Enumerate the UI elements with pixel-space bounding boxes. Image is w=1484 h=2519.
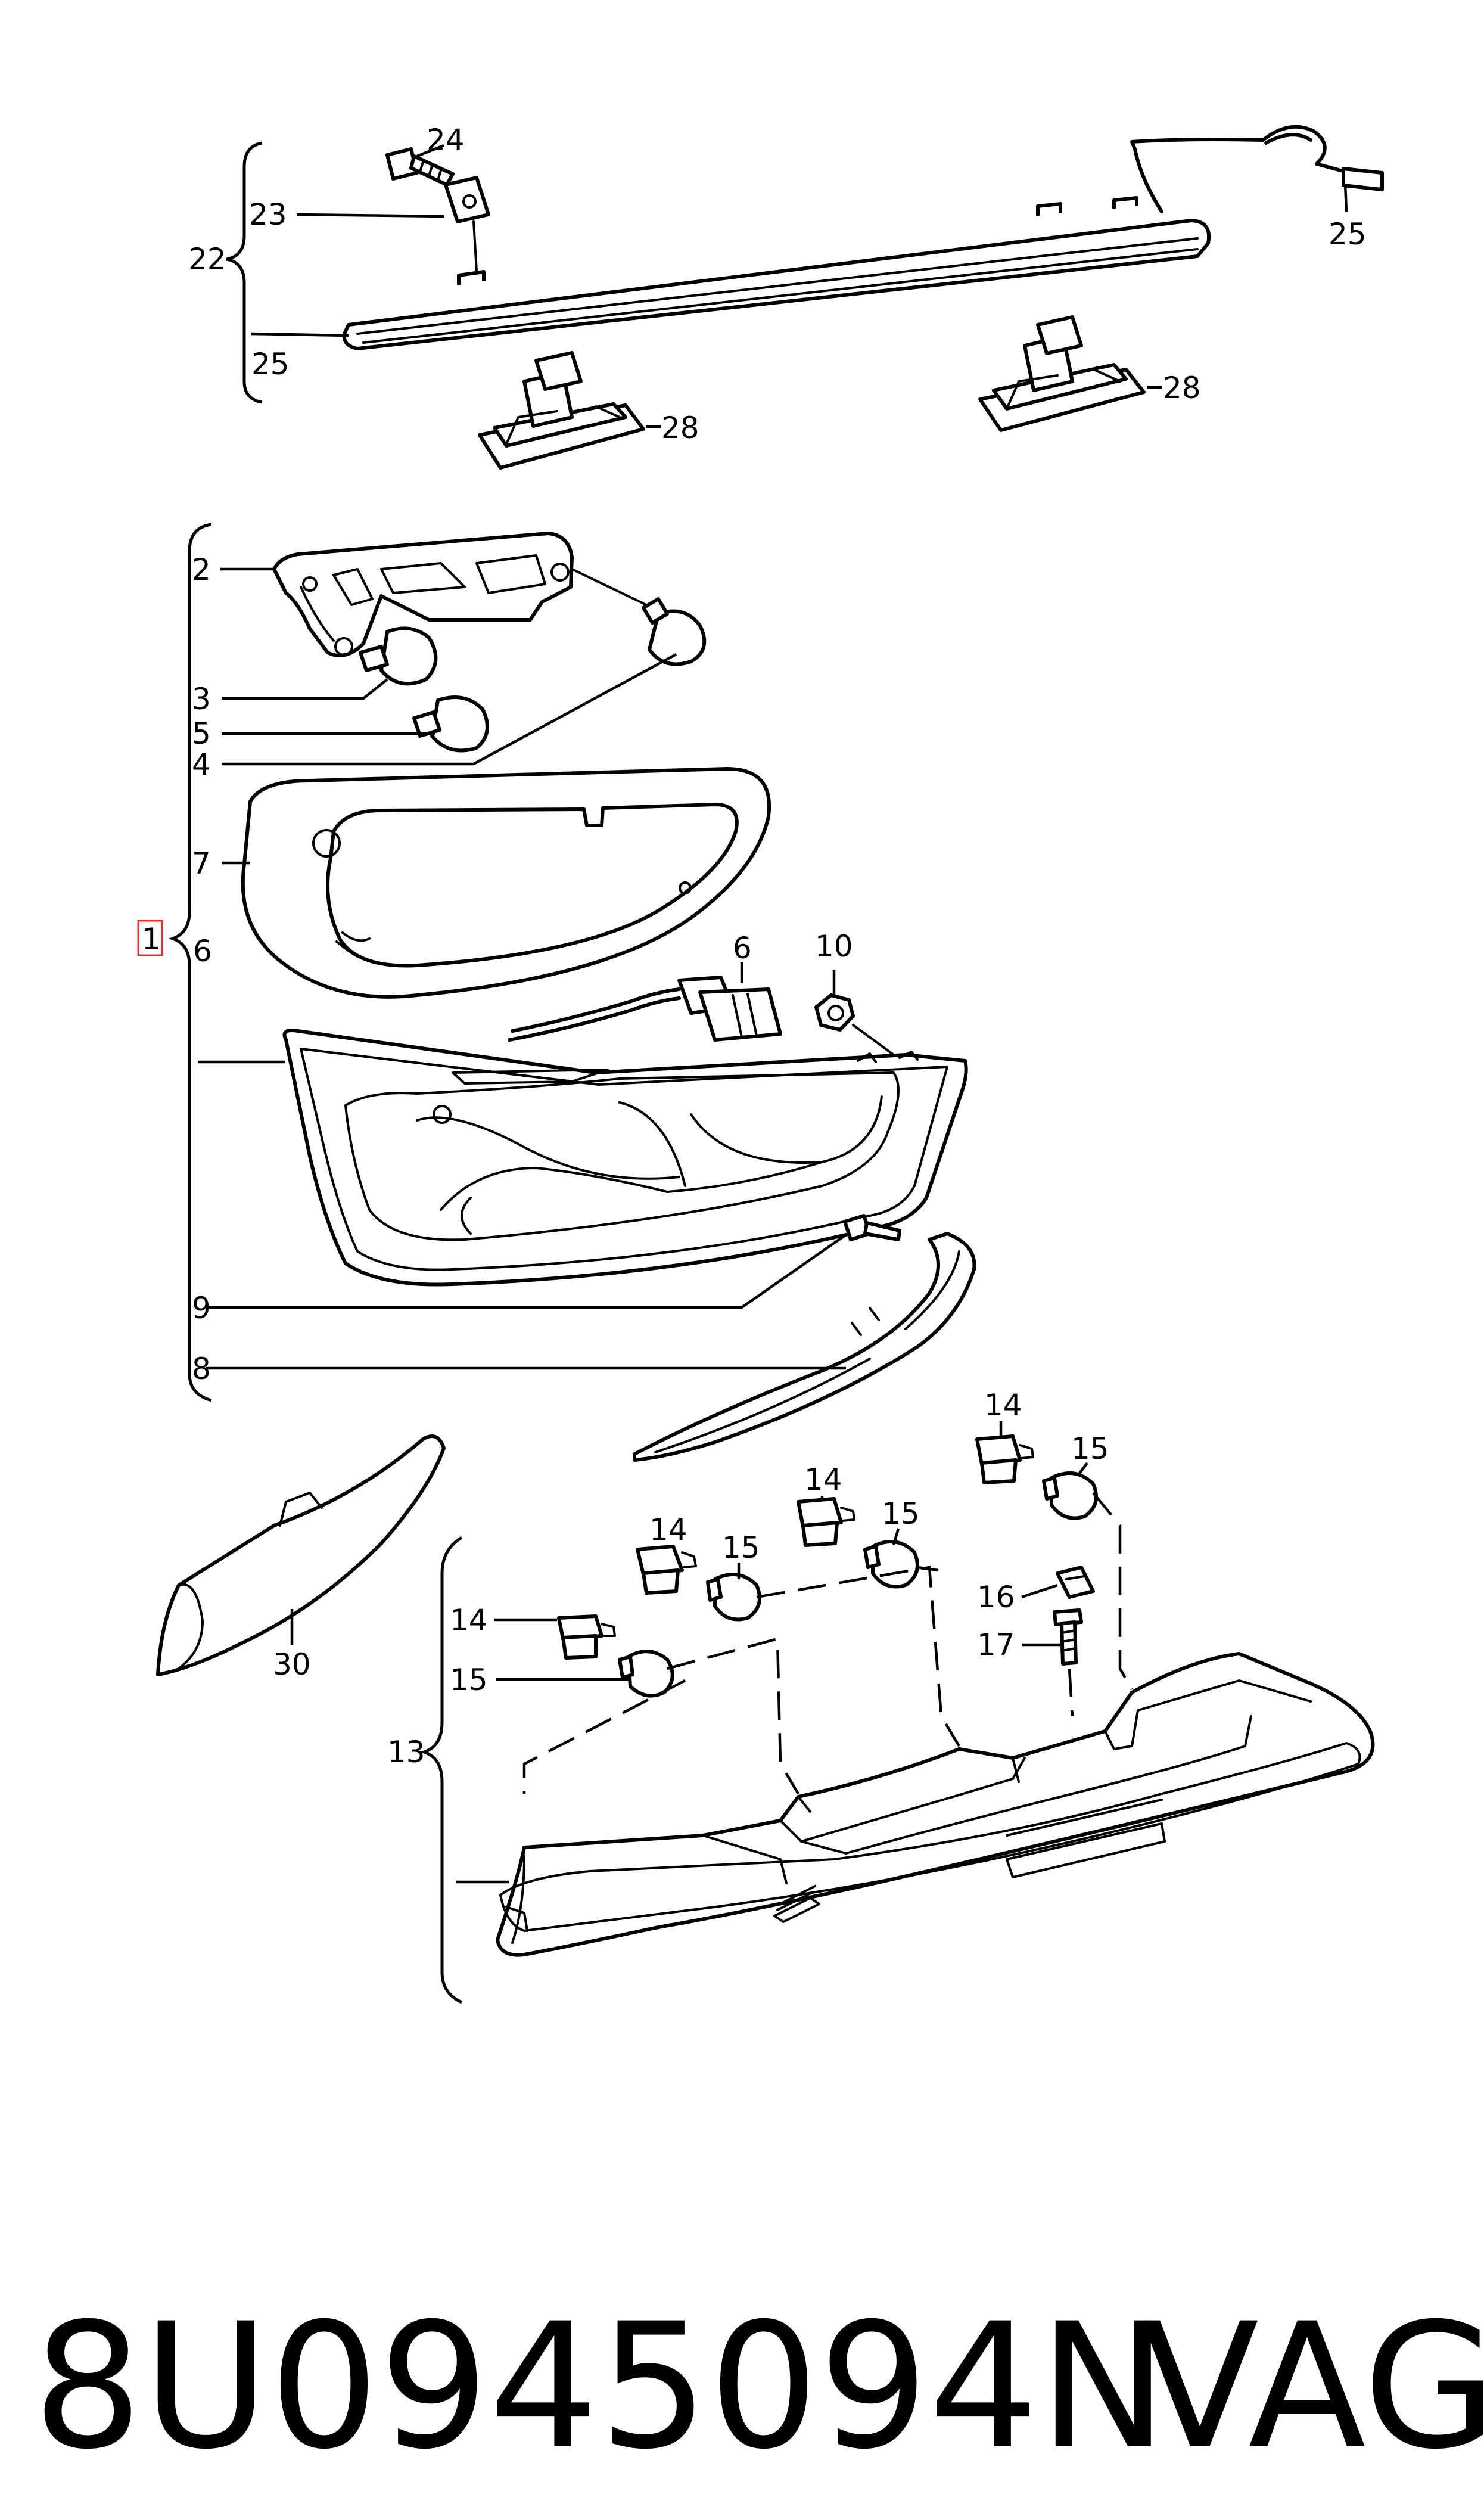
part-number: 8U0945094N xyxy=(33,2287,1168,2487)
label-25-right: 25 xyxy=(1329,217,1367,251)
brand-name: VAG xyxy=(1141,2287,1484,2487)
socket-14-a xyxy=(557,1614,616,1660)
wiring-harness-6 xyxy=(511,987,681,1033)
socket-14-b xyxy=(636,1545,697,1595)
label-23: 23 xyxy=(249,197,287,232)
third-brake-light-group xyxy=(342,125,1384,470)
label-10: 10 xyxy=(815,929,853,964)
label-25-left: 25 xyxy=(251,347,290,381)
label-16: 16 xyxy=(977,1580,1015,1614)
lamp-housing-13 xyxy=(496,1652,1375,1957)
label-28-right: 28 xyxy=(1163,371,1201,405)
rear-lamp-assembly-13 xyxy=(496,1652,1375,1957)
label-14-d: 14 xyxy=(984,1388,1022,1422)
label-14-b: 14 xyxy=(649,1512,687,1547)
bulb-carrier-2 xyxy=(272,532,574,657)
clip-23 xyxy=(444,176,490,223)
label-9: 9 xyxy=(192,1291,211,1325)
label-4: 4 xyxy=(192,747,211,782)
label-15-d: 15 xyxy=(1071,1431,1109,1466)
label-14-a: 14 xyxy=(450,1603,488,1638)
label-30: 30 xyxy=(273,1647,311,1682)
highlight-box xyxy=(137,920,163,956)
label-14-c: 14 xyxy=(804,1462,842,1497)
trim-strip-8 xyxy=(633,1232,976,1462)
label-24: 24 xyxy=(427,123,465,157)
label-17: 17 xyxy=(977,1627,1015,1662)
third-brake-light-bar xyxy=(342,219,1211,350)
label-1: 1 xyxy=(142,922,161,956)
bulb-15-b xyxy=(706,1573,761,1622)
bulb-15-c xyxy=(863,1540,919,1589)
label-5: 5 xyxy=(192,716,211,751)
bulb-15-d xyxy=(1042,1471,1098,1520)
label-15-a: 15 xyxy=(450,1663,488,1697)
tail-light-housing xyxy=(282,1029,968,1287)
clip-16 xyxy=(1056,1566,1095,1599)
bulb-3 xyxy=(359,626,438,686)
label-3: 3 xyxy=(192,682,211,716)
label-28-left: 28 xyxy=(661,411,699,445)
tail-light-group xyxy=(241,532,976,1462)
nut-10 xyxy=(814,993,855,1032)
bulb-15-a xyxy=(618,1650,674,1698)
label-2: 2 xyxy=(192,552,211,587)
screw-17 xyxy=(1053,1608,1083,1666)
label-13: 13 xyxy=(387,1735,425,1769)
label-15-b: 15 xyxy=(722,1530,760,1565)
side-marker-30 xyxy=(156,1434,446,1676)
cable-25 xyxy=(1130,125,1351,213)
socket-14-c xyxy=(797,1497,855,1547)
label-22: 22 xyxy=(188,242,226,277)
label-8: 8 xyxy=(192,1352,211,1386)
bolt-24 xyxy=(385,147,419,181)
connector-25 xyxy=(1342,167,1384,191)
socket-14-d xyxy=(975,1434,1034,1484)
label-6-right: 6 xyxy=(733,931,752,965)
label-15-c: 15 xyxy=(882,1496,920,1531)
bulb-5 xyxy=(412,695,489,753)
label-7: 7 xyxy=(192,846,211,881)
label-6-left: 6 xyxy=(193,934,212,968)
